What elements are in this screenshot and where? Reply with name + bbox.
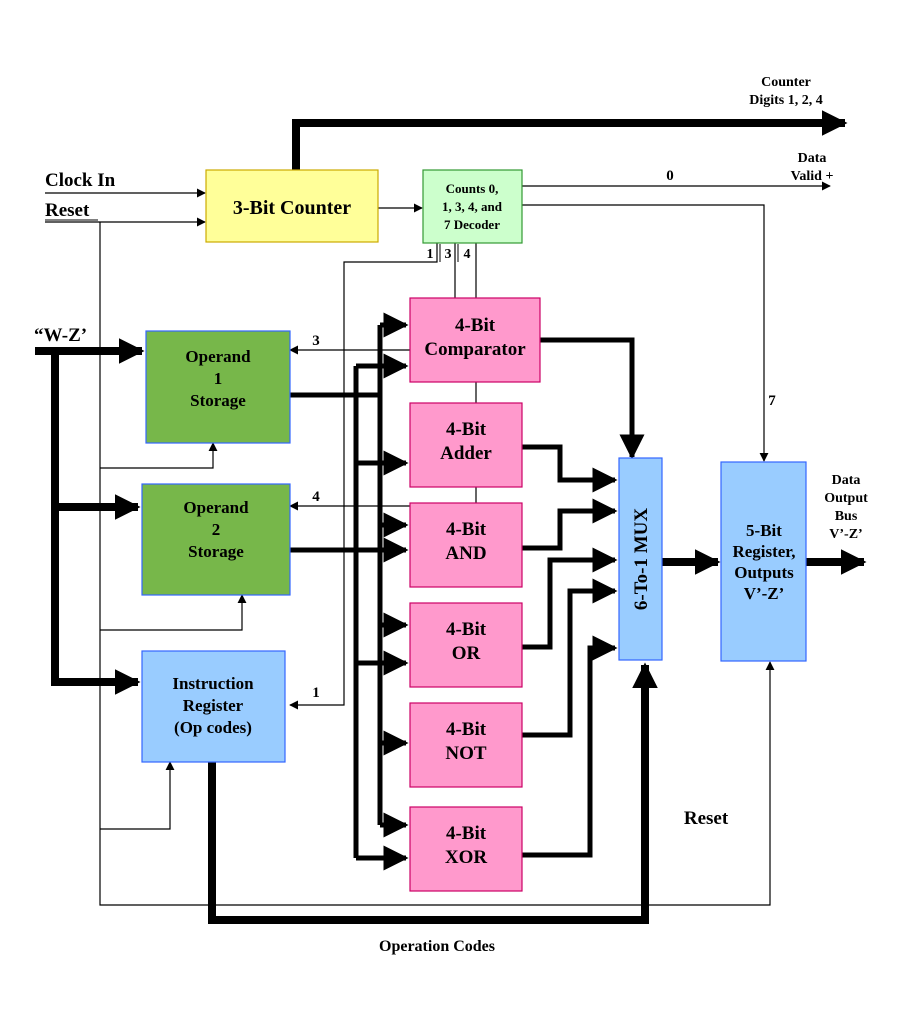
- signal-labels: 0 1 3 4 3 4 1 7: [312, 168, 776, 701]
- xor-line1: 4-Bit: [446, 823, 487, 844]
- or-box: [409, 602, 523, 688]
- comparator-to-mux: [540, 337, 645, 460]
- counter-digits-label-1: Counter: [761, 75, 811, 90]
- operand2-line1: Operand: [183, 498, 249, 517]
- counter-box: [205, 169, 379, 243]
- decoder-pin3-label: 3: [445, 247, 452, 262]
- decoder-pin1-label: 1: [427, 247, 434, 262]
- data-output-label-2: Output: [824, 491, 868, 506]
- reset-bus-wire: [99, 222, 775, 906]
- reset-input-label: Reset: [45, 200, 90, 221]
- adder-line1: 4-Bit: [446, 419, 487, 440]
- comparator-line2: Comparator: [424, 339, 526, 360]
- register-line1: 5-Bit: [746, 521, 782, 540]
- mux-box: [618, 457, 663, 661]
- operand1-bus-wire: [290, 325, 383, 398]
- not-to-mux: [522, 578, 618, 738]
- zero-label: 0: [666, 168, 674, 184]
- data-valid-label-1: Data: [798, 151, 827, 166]
- operand2-line3: Storage: [188, 542, 244, 561]
- mux-block: 6-To-1 MUX: [618, 457, 663, 661]
- operand1-line1: Operand: [185, 347, 251, 366]
- counter-digits-label-2: Digits 1, 2, 4: [749, 93, 823, 108]
- operand2-box: [141, 483, 291, 596]
- operand2-block: Operand 2 Storage: [141, 483, 291, 596]
- decoder-block: Counts 0, 1, 3, 4, and 7 Decoder: [422, 169, 523, 244]
- reset-annotation: Reset: [684, 808, 729, 829]
- operand1-block: Operand 1 Storage: [145, 330, 291, 444]
- to-operand2-label: 4: [312, 489, 320, 505]
- decoder-line1: Counts 0,: [446, 181, 499, 196]
- operation-codes-wire: [208, 662, 658, 924]
- xor-block: 4-Bit XOR: [409, 806, 523, 892]
- instruction-line3: (Op codes): [174, 718, 252, 737]
- operand1-box: [145, 330, 291, 444]
- operand1-line2: 1: [214, 369, 223, 388]
- data-output-label-4: V’-Z’: [829, 527, 862, 542]
- counter-label: 3-Bit Counter: [233, 197, 351, 219]
- decoder-line2: 1, 3, 4, and: [442, 199, 503, 214]
- to-operand1-label: 3: [312, 333, 320, 349]
- data-valid-label-2: Valid +: [791, 169, 834, 184]
- not-line2: NOT: [445, 743, 487, 764]
- and-block: 4-Bit AND: [409, 502, 523, 588]
- operation-codes-label: Operation Codes: [379, 938, 495, 955]
- xor-to-mux: [522, 635, 618, 858]
- annotations: Reset Operation Codes: [379, 808, 729, 955]
- not-line1: 4-Bit: [446, 719, 487, 740]
- and-to-mux: [522, 498, 618, 551]
- to-instruction-label: 1: [312, 685, 320, 701]
- reset-to-operand2: [100, 594, 247, 631]
- and-line1: 4-Bit: [446, 519, 487, 540]
- data-output-label-3: Bus: [835, 509, 858, 524]
- decoder-pin4-label: 4: [464, 247, 471, 262]
- wz-bus-wire: [51, 351, 141, 695]
- io-labels: Clock In Reset “W-Z’ Counter Digits 1, 2…: [34, 75, 868, 542]
- register-box: [720, 461, 807, 662]
- not-box: [409, 702, 523, 788]
- xor-line2: XOR: [445, 847, 488, 868]
- or-line1: 4-Bit: [446, 619, 487, 640]
- and-line2: AND: [445, 543, 486, 564]
- adder-line2: Adder: [440, 443, 492, 464]
- operand2-line2: 2: [212, 520, 221, 539]
- decoder-line3: 7 Decoder: [444, 217, 500, 232]
- instruction-box: [141, 650, 286, 763]
- comparator-block: 4-Bit Comparator: [409, 297, 541, 383]
- counter-digits-wire: [292, 110, 848, 170]
- register-line2: Register,: [732, 542, 795, 561]
- decoder-to-register-wire: [522, 204, 769, 462]
- adder-to-mux: [522, 444, 618, 493]
- instruction-block: Instruction Register (Op codes): [141, 650, 286, 763]
- clock-in-label: Clock In: [45, 170, 116, 191]
- adder-block: 4-Bit Adder: [409, 402, 523, 488]
- to-register-label: 7: [768, 393, 776, 409]
- not-block: 4-Bit NOT: [409, 702, 523, 788]
- comparator-box: [409, 297, 541, 383]
- counter-block: 3-Bit Counter: [205, 169, 379, 243]
- instruction-line1: Instruction: [172, 674, 254, 693]
- mux-label: 6-To-1 MUX: [631, 508, 652, 610]
- or-line2: OR: [452, 643, 481, 664]
- and-box: [409, 502, 523, 588]
- xor-box: [409, 806, 523, 892]
- operand1-line3: Storage: [190, 391, 246, 410]
- decoder-pin1-wire: [289, 243, 438, 710]
- reset-to-instruction: [100, 761, 175, 830]
- or-block: 4-Bit OR: [409, 602, 523, 688]
- or-to-mux: [522, 547, 618, 650]
- comparator-line1: 4-Bit: [455, 315, 496, 336]
- instruction-line2: Register: [183, 696, 244, 715]
- register-line3: Outputs: [734, 563, 794, 582]
- register-line4: V’-Z’: [744, 584, 785, 603]
- decoder-box: [422, 169, 523, 244]
- reset-to-operand1: [100, 442, 218, 469]
- register-block: 5-Bit Register, Outputs V’-Z’: [720, 461, 807, 662]
- wz-label: “W-Z’: [34, 325, 87, 346]
- data-output-label-1: Data: [832, 473, 861, 488]
- adder-box: [409, 402, 523, 488]
